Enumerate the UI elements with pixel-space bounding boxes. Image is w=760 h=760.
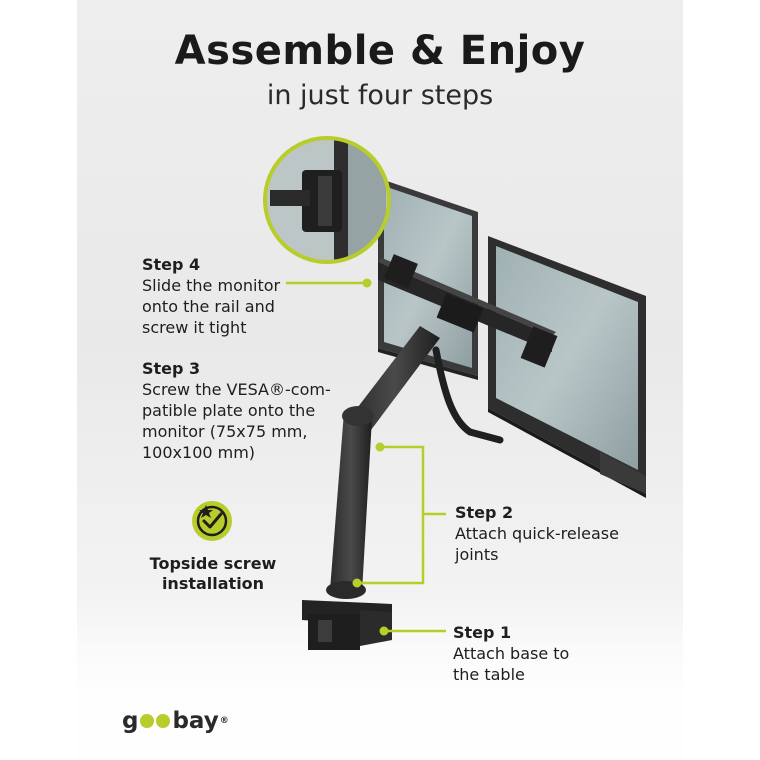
check-star-icon [192, 501, 232, 541]
monitor-right [488, 236, 646, 498]
page-title: Assemble & Enjoy [174, 28, 586, 74]
logo-dots [139, 714, 171, 728]
monitor-arm [326, 326, 440, 599]
step-1-heading: Step 1 [453, 623, 512, 642]
step-1: Step 1 Attach base to the table [453, 622, 569, 685]
step-3-heading: Step 3 [142, 359, 201, 378]
brand-logo: g bay ® [122, 708, 229, 734]
mounting-rail [378, 254, 558, 368]
logo-trademark: ® [219, 716, 229, 726]
step-2: Step 2 Attach quick-release joints [455, 502, 619, 565]
callout-dots [352, 278, 389, 636]
step-3-text: Screw the VESA®-com- patible plate onto … [142, 380, 331, 462]
logo-text-right: bay [172, 708, 219, 734]
zoom-detail [263, 136, 391, 264]
badge-label: Topside screw installation [149, 554, 277, 593]
clamp-base [302, 600, 392, 650]
step-4-heading: Step 4 [142, 255, 201, 274]
step-2-text: Attach quick-release joints [455, 524, 619, 564]
logo-text-left: g [122, 708, 139, 734]
step-4: Step 4 Slide the monitor onto the rail a… [142, 254, 280, 338]
callout-lines [286, 281, 446, 633]
step-2-heading: Step 2 [455, 503, 514, 522]
step-3: Step 3 Screw the VESA®-com- patible plat… [142, 358, 331, 463]
adjust-handle [432, 346, 504, 444]
page-subtitle: in just four steps [266, 80, 494, 111]
step-1-text: Attach base to the table [453, 644, 570, 684]
step-4-text: Slide the monitor onto the rail and scre… [142, 276, 281, 337]
